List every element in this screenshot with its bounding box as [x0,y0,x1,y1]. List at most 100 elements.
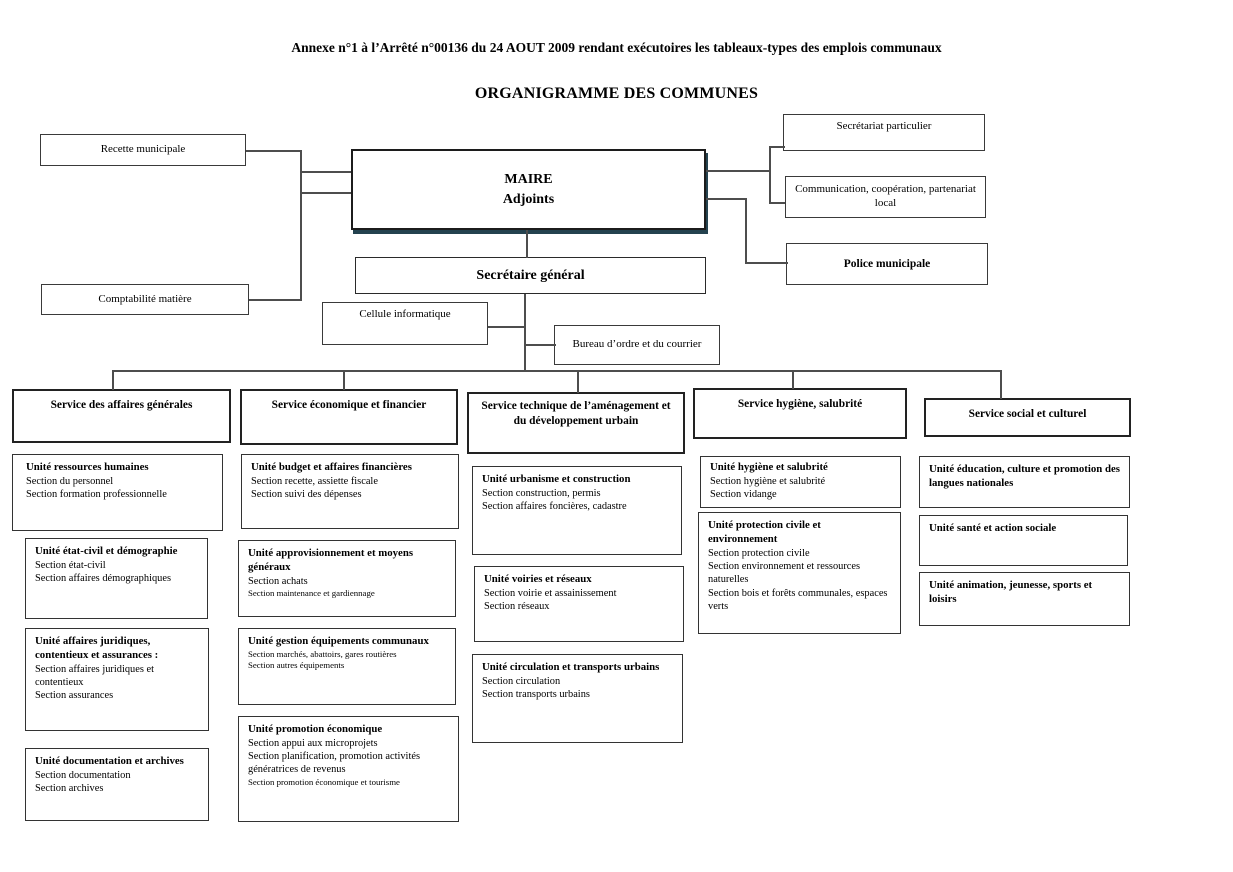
unit-title: Unité affaires juridiques, contentieux e… [35,635,159,661]
unit-section: Section circulation [482,675,561,687]
box-communication-cooperation: Communication, coopération, partenariat … [785,176,986,218]
adjoints-label: Adjoints [502,191,555,207]
connector-line [769,202,785,204]
unit-title: Unité circulation et transports urbains [482,661,660,673]
box-bureau-ordre-courrier: Bureau d’ordre et du courrier [554,325,720,365]
unit-circulation-transports: Unité circulation et transports urbains … [472,654,683,743]
unit-section: Section documentation [35,769,131,781]
unit-title: Unité documentation et archives [35,755,184,767]
connector-line [524,344,556,346]
unit-protection-civile-environnement: Unité protection civile et environnement… [698,512,901,634]
unit-section: Section achats [248,575,308,587]
unit-approvisionnement-moyens-generaux: Unité approvisionnement et moyens généra… [238,540,456,617]
box-secretariat-particulier: Secrétariat particulier [783,114,985,151]
unit-animation-jeunesse-sports: Unité animation, jeunesse, sports et loi… [919,572,1130,626]
unit-voiries-reseaux: Unité voiries et réseaux Section voirie … [474,566,684,642]
box-cellule-informatique-label: Cellule informatique [359,308,451,320]
unit-section: Section état-civil [35,559,106,571]
unit-section: Section promotion économique et tourisme [248,776,400,787]
chart-title: ORGANIGRAMME DES COMMUNES [474,85,759,102]
service-social-culturel: Service social et culturel [924,398,1131,437]
unit-title: Unité ressources humaines [26,461,149,473]
unit-section: Section affaires juridiques et contentie… [35,663,154,688]
connector-line [769,146,785,148]
unit-section: Section affaires démographiques [35,573,171,585]
unit-section: Section marchés, abattoirs, gares routiè… [248,648,397,659]
box-secretaire-general: Secrétaire général [355,257,706,294]
box-bureau-ordre-courrier-label: Bureau d’ordre et du courrier [572,338,702,351]
connector-line [300,150,302,301]
unit-etat-civil-demographie: Unité état-civil et démographie Section … [25,538,208,619]
box-cellule-informatique: Cellule informatique [322,302,488,345]
box-secretariat-particulier-label: Secrétariat particulier [836,120,932,132]
unit-education-culture-langues: Unité éducation, culture et promotion de… [919,456,1130,508]
unit-section: Section bois et forêts communales, espac… [708,587,888,612]
connector-line [249,299,302,301]
unit-section: Section protection civile [708,547,810,559]
connector-trunk-line [112,370,1002,372]
unit-sante-action-sociale: Unité santé et action sociale [919,515,1128,566]
unit-section: Section transports urbains [482,689,590,701]
connector-line [526,230,528,258]
box-recette-municipale-label: Recette municipale [100,143,186,156]
connector-line [706,198,747,200]
unit-title: Unité éducation, culture et promotion de… [929,463,1120,489]
service-economique-financier: Service économique et financier [240,389,458,445]
unit-section: Section hygiène et salubrité [710,475,826,487]
box-police-municipale-label: Police municipale [843,257,931,270]
unit-promotion-economique: Unité promotion économique Section appui… [238,716,459,822]
connector-line [745,198,747,264]
unit-section: Section autres équipements [248,660,345,671]
unit-ressources-humaines: Unité ressources humaines Section du per… [12,454,223,531]
connector-line [769,146,771,204]
service-hygiene-salubrite: Service hygiène, salubrité [693,388,907,439]
connector-line [112,370,114,390]
unit-title: Unité santé et action sociale [929,522,1057,534]
connector-line [706,170,769,172]
unit-title: Unité urbanisme et construction [482,473,631,485]
unit-title: Unité budget et affaires financières [251,461,412,473]
unit-documentation-archives: Unité documentation et archives Section … [25,748,209,821]
unit-hygiene-salubrite: Unité hygiène et salubrité Section hygiè… [700,456,901,508]
box-maire-adjoints: MAIRE Adjoints [351,149,706,230]
unit-title: Unité approvisionnement et moyens généra… [248,547,414,573]
unit-title: Unité animation, jeunesse, sports et loi… [929,579,1093,605]
unit-section: Section recette, assiette fiscale [251,475,378,487]
unit-affaires-juridiques: Unité affaires juridiques, contentieux e… [25,628,209,731]
unit-title: Unité voiries et réseaux [484,573,592,585]
unit-title: Unité état-civil et démographie [35,545,178,557]
unit-section: Section du personnel [26,475,114,487]
box-police-municipale: Police municipale [786,243,988,285]
service-affaires-generales: Service des affaires générales [12,389,231,443]
box-communication-cooperation-label: Communication, coopération, partenariat … [795,183,976,209]
box-comptabilite-matiere-label: Comptabilité matière [98,292,192,305]
connector-line [302,171,351,173]
unit-section: Section planification, promotion activit… [248,751,420,776]
connector-line [792,370,794,389]
connector-line [745,262,788,264]
unit-section: Section archives [35,783,104,795]
unit-section: Section environnement et ressources natu… [708,560,861,586]
connector-line [302,192,351,194]
box-recette-municipale: Recette municipale [40,134,246,166]
unit-section: Section maintenance et gardiennage [248,587,375,598]
service-technique-urbain: Service technique de l’aménagement et du… [467,392,685,454]
connector-line [246,150,302,152]
unit-section: Section assurances [35,690,114,702]
unit-title: Unité gestion équipements communaux [248,635,429,647]
page-title: Annexe n°1 à l’Arrêté n°00136 du 24 AOUT… [291,40,942,55]
unit-section: Section réseaux [484,601,550,613]
connector-line [343,370,345,390]
unit-section: Section affaires foncières, cadastre [482,501,627,513]
unit-section: Section suivi des dépenses [251,489,362,501]
unit-urbanisme-construction: Unité urbanisme et construction Section … [472,466,682,555]
unit-title: Unité promotion économique [248,723,383,735]
connector-line [1000,370,1002,399]
connector-line [577,370,579,393]
unit-title: Unité protection civile et environnement [708,519,821,545]
unit-section: Section construction, permis [482,487,601,499]
box-comptabilite-matiere: Comptabilité matière [41,284,249,315]
connector-line [524,294,526,372]
unit-gestion-equipements-communaux: Unité gestion équipements communaux Sect… [238,628,456,705]
